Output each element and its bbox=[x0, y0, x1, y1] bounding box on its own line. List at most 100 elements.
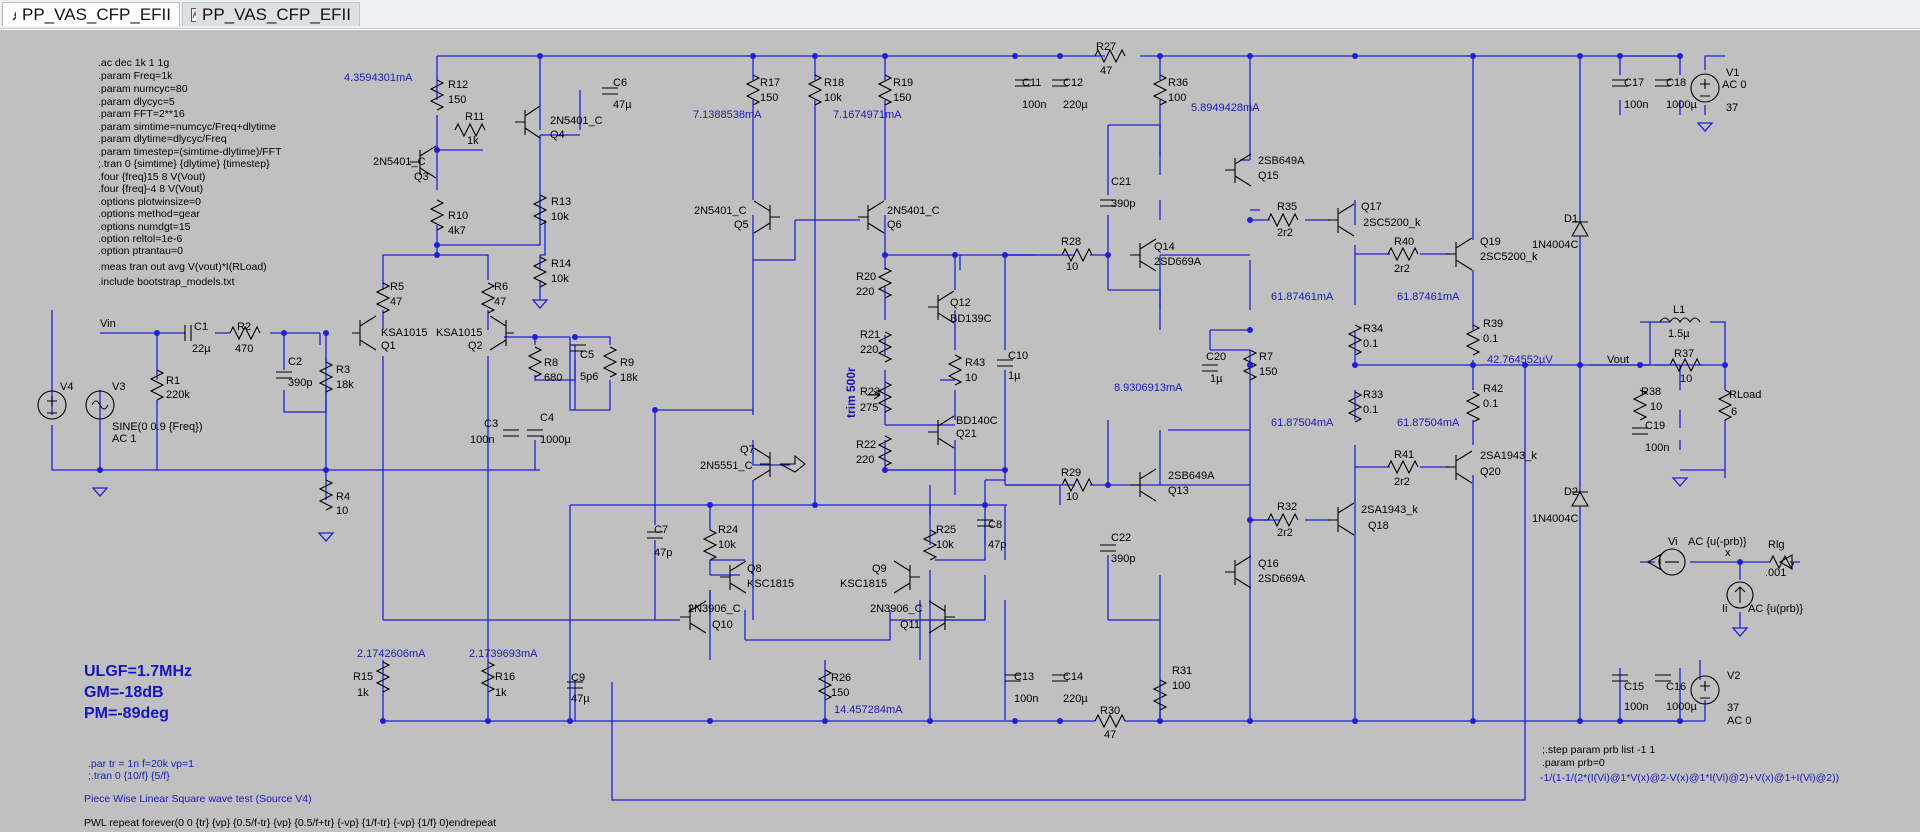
prb-directive[interactable]: .param prb=0 bbox=[1542, 757, 1605, 769]
q17-symbol bbox=[1328, 203, 1355, 237]
r33-symbol bbox=[1347, 391, 1363, 423]
q7-symbol bbox=[753, 447, 771, 481]
spice-directives[interactable]: .ac dec 1k 1 1g .param Freq=1k .param nu… bbox=[98, 57, 282, 288]
r16-symbol bbox=[480, 661, 496, 693]
component-value: 1k bbox=[495, 687, 507, 699]
component-name: R22 bbox=[856, 439, 876, 451]
component-name: R13 bbox=[551, 196, 571, 208]
c7-symbol bbox=[647, 531, 663, 539]
directive-line[interactable]: .param Freq=1k bbox=[98, 70, 173, 82]
component-name: C6 bbox=[613, 77, 627, 89]
component-value: 0.1 bbox=[1363, 338, 1378, 350]
r23-symbol bbox=[877, 381, 893, 413]
directive-line[interactable]: .four {freq}15 8 V(Vout) bbox=[98, 171, 205, 183]
component-name: Q17 bbox=[1361, 201, 1382, 213]
component-value: 2r2 bbox=[1277, 227, 1293, 239]
net-labels: Vin Vout trim 500r x bbox=[100, 318, 1731, 559]
component-name: Q11 bbox=[900, 619, 920, 631]
tran-directive[interactable]: ;.tran 0 {10/f} {5/f} bbox=[88, 770, 170, 782]
component-value: 2SC5200_k bbox=[1363, 217, 1421, 229]
par-tr-directive[interactable]: .par tr = 1n f=20k vp=1 bbox=[88, 758, 194, 770]
component-value: 2SA1943_k bbox=[1480, 450, 1537, 462]
c14-symbol bbox=[1052, 674, 1068, 682]
component-value: .001 bbox=[1765, 567, 1786, 579]
directive-line[interactable]: .param FFT=2**16 bbox=[98, 108, 185, 120]
loopgain-expression[interactable]: -1/(1-1/(2*(I(Vi)@1*V(x)@2-V(x)@1*I(Vi)@… bbox=[1540, 772, 1839, 784]
component-name: R33 bbox=[1363, 389, 1383, 401]
component-name: Q2 bbox=[468, 340, 483, 352]
directive-line[interactable]: .options numdgt=15 bbox=[98, 221, 191, 233]
component-name: R37 bbox=[1674, 348, 1694, 360]
directive-line[interactable]: .include bootstrap_models.txt bbox=[98, 276, 235, 288]
component-value: 37 bbox=[1726, 102, 1738, 114]
component-value: 100n bbox=[1624, 701, 1648, 713]
component-value: KSC1815 bbox=[840, 578, 887, 590]
directive-line[interactable]: .option ptrantau=0 bbox=[98, 245, 183, 257]
component-name: Q4 bbox=[550, 129, 565, 141]
directive-line[interactable]: .param simtime=numcyc/Freq+dlytime bbox=[98, 121, 276, 133]
component-name: C12 bbox=[1063, 77, 1083, 89]
component-name: Ii bbox=[1722, 603, 1728, 615]
directive-line[interactable]: .param dlytime=dlycyc/Freq bbox=[98, 133, 227, 145]
directive-line[interactable]: .param dlycyc=5 bbox=[98, 96, 175, 108]
tab-schematic[interactable]: PP_VAS_CFP_EFII bbox=[2, 2, 180, 26]
component-name: C13 bbox=[1014, 671, 1034, 683]
component-value: 220 bbox=[856, 454, 874, 466]
directive-line[interactable]: .four {freq}-4 8 V(Vout) bbox=[98, 183, 203, 195]
component-value: 100n bbox=[1645, 442, 1669, 454]
directive-line[interactable]: ;.tran 0 {simtime} {dlytime} {timestep} bbox=[98, 158, 270, 170]
c9-symbol bbox=[567, 681, 583, 689]
directive-line[interactable]: .options plotwinsize=0 bbox=[98, 196, 201, 208]
directive-line[interactable]: .param timestep=(simtime-dlytime)/FFT bbox=[98, 146, 282, 158]
component-name: C21 bbox=[1111, 176, 1131, 188]
c10-symbol bbox=[997, 359, 1013, 367]
gm-result[interactable]: GM=-18dB bbox=[84, 684, 164, 701]
tab-waveform[interactable]: PP_VAS_CFP_EFII bbox=[182, 2, 360, 26]
component-value: 1.5µ bbox=[1668, 328, 1690, 340]
stability-results[interactable]: ULGF=1.7MHz GM=-18dB PM=-89deg bbox=[84, 663, 192, 722]
q5-symbol bbox=[753, 200, 780, 234]
pwl-comment[interactable]: Piece Wise Linear Square wave test (Sour… bbox=[84, 793, 312, 805]
component-name: R16 bbox=[495, 671, 515, 683]
directive-line[interactable]: .param numcyc=80 bbox=[98, 83, 188, 95]
component-name: Vi bbox=[1668, 536, 1678, 548]
pm-result[interactable]: PM=-89deg bbox=[84, 705, 169, 722]
ulgf-result[interactable]: ULGF=1.7MHz bbox=[84, 663, 192, 680]
c20-symbol bbox=[1202, 364, 1218, 372]
op-label: 61.87504mA bbox=[1397, 417, 1460, 429]
directive-line[interactable]: .option reltol=1e-6 bbox=[98, 233, 183, 245]
component-value: AC 0 bbox=[1722, 79, 1746, 91]
component-value: 470 bbox=[235, 343, 253, 355]
component-value: 2N5401_C bbox=[373, 156, 426, 168]
c8-symbol bbox=[977, 519, 993, 527]
r24-symbol bbox=[702, 529, 718, 561]
c16-symbol bbox=[1655, 674, 1671, 682]
r38-symbol bbox=[1632, 389, 1648, 421]
r2-symbol bbox=[229, 325, 261, 341]
step-directive[interactable]: ;.step param prb list -1 1 bbox=[1542, 744, 1655, 756]
pwl-directive[interactable]: PWL repeat forever(0 0 {tr} {vp} {0.5/f-… bbox=[84, 817, 496, 829]
directive-line[interactable]: .ac dec 1k 1 1g bbox=[98, 57, 169, 69]
component-name: C15 bbox=[1624, 681, 1644, 693]
schematic-drawing[interactable]: .ac dec 1k 1 1g .param Freq=1k .param nu… bbox=[0, 30, 1920, 832]
q8-symbol bbox=[720, 560, 747, 594]
r12-symbol bbox=[429, 79, 445, 111]
c5-symbol bbox=[570, 344, 586, 352]
component-name: C19 bbox=[1645, 420, 1665, 432]
directive-line[interactable]: .options method=gear bbox=[98, 208, 200, 220]
bottom-notes[interactable]: .par tr = 1n f=20k vp=1 ;.tran 0 {10/f} … bbox=[84, 744, 1839, 829]
directive-line[interactable]: .meas tran out avg V(vout)*I(RLoad) bbox=[98, 261, 267, 273]
component-value: AC {u(-prb)} bbox=[1688, 536, 1747, 548]
r6-symbol bbox=[480, 282, 496, 314]
component-value: 2r2 bbox=[1394, 476, 1410, 488]
r42-symbol bbox=[1465, 391, 1481, 423]
net-label-x: x bbox=[1725, 547, 1731, 559]
component-value: 10k bbox=[718, 539, 736, 551]
component-name: R40 bbox=[1394, 236, 1414, 248]
schematic-canvas[interactable]: .ac dec 1k 1 1g .param Freq=1k .param nu… bbox=[0, 30, 1920, 832]
component-value: 47 bbox=[494, 296, 506, 308]
component-value: 2N3906_C bbox=[688, 603, 741, 615]
component-name: R31 bbox=[1172, 665, 1192, 677]
component-name: Q15 bbox=[1258, 170, 1279, 182]
q1-symbol bbox=[352, 315, 377, 351]
